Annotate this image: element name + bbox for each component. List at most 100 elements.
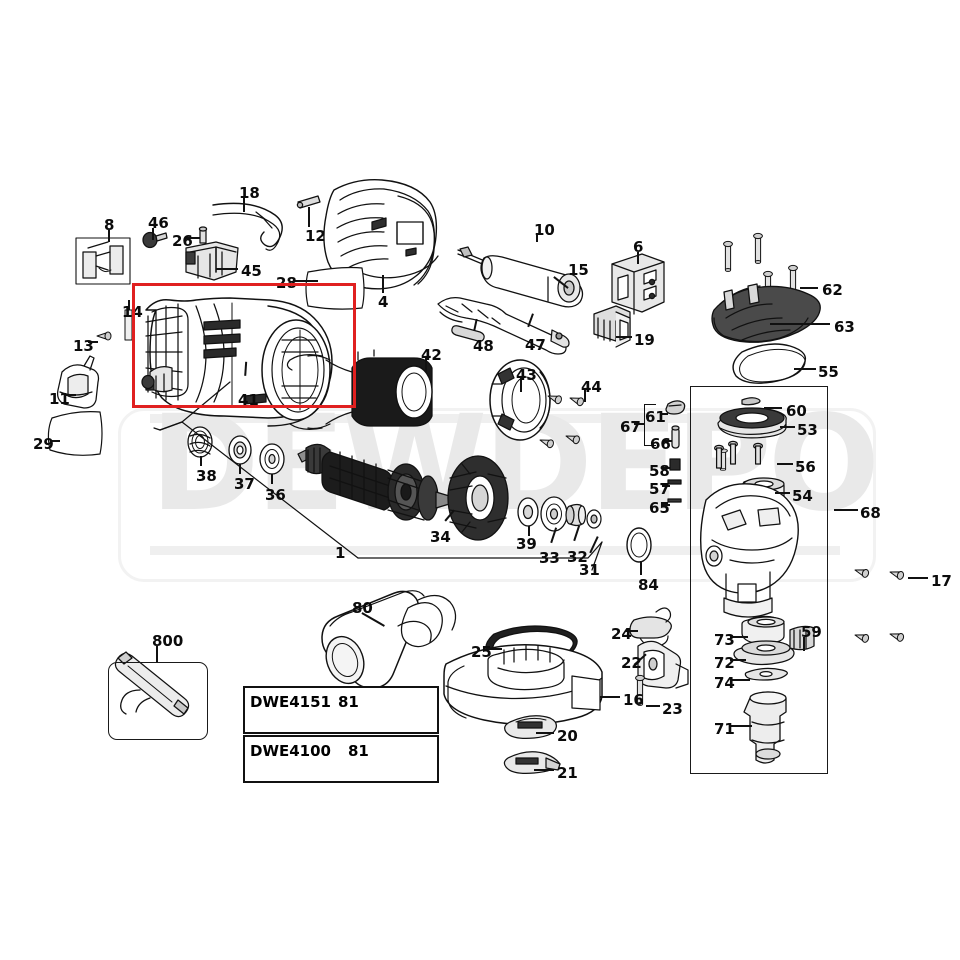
callout-12[interactable]: 12 — [305, 227, 326, 245]
leader-23 — [646, 705, 660, 707]
leader-37 — [239, 464, 241, 474]
leader-29 — [50, 440, 60, 442]
callout-13[interactable]: 13 — [73, 337, 94, 355]
leader-59 — [803, 637, 805, 651]
box-accessory-60-53-56-54-68 — [690, 386, 828, 774]
leader-43 — [520, 378, 522, 392]
callout-23[interactable]: 23 — [662, 700, 683, 718]
callout-46[interactable]: 46 — [148, 214, 169, 232]
leader-62 — [800, 287, 818, 289]
callout-42[interactable]: 42 — [421, 346, 442, 364]
leader-28 — [294, 280, 318, 282]
leader-6 — [637, 252, 639, 264]
callout-22[interactable]: 22 — [621, 654, 642, 672]
callout-34[interactable]: 34 — [430, 528, 451, 546]
leader-58 — [662, 467, 670, 469]
leader-48 — [473, 318, 478, 331]
leader-73 — [730, 636, 748, 638]
callout-29[interactable]: 29 — [33, 435, 54, 453]
callout-80[interactable]: 80 — [352, 599, 373, 617]
highlighted-part-box[interactable] — [132, 283, 356, 408]
callout-20[interactable]: 20 — [557, 727, 578, 745]
callout-26[interactable]: 26 — [172, 232, 193, 250]
leader-18 — [243, 198, 245, 212]
leader-20 — [536, 732, 554, 734]
leader-12 — [308, 207, 310, 227]
callout-55[interactable]: 55 — [818, 363, 839, 381]
callout-62[interactable]: 62 — [822, 281, 843, 299]
bracket-67 — [644, 404, 656, 446]
callout-31[interactable]: 31 — [579, 561, 600, 579]
callout-47[interactable]: 47 — [525, 336, 546, 354]
callout-63[interactable]: 63 — [834, 318, 855, 336]
leader-72 — [730, 659, 746, 661]
callout-33[interactable]: 33 — [539, 549, 560, 567]
model-label-dwe4151: DWE4151 — [250, 693, 331, 711]
callout-56[interactable]: 56 — [795, 458, 816, 476]
callout-60[interactable]: 60 — [786, 402, 807, 420]
callout-61[interactable]: 61 — [645, 408, 666, 426]
leader-46 — [152, 228, 154, 240]
callout-36[interactable]: 36 — [265, 486, 286, 504]
callout-19[interactable]: 19 — [634, 331, 655, 349]
leader-38 — [200, 456, 202, 466]
leader-15 — [553, 276, 569, 289]
callout-74[interactable]: 74 — [714, 674, 735, 692]
callout-57[interactable]: 57 — [649, 480, 670, 498]
leader-84 — [640, 561, 642, 575]
callout-66[interactable]: 66 — [650, 435, 671, 453]
leader-57 — [662, 485, 670, 487]
leader-45b — [216, 268, 238, 270]
callout-72[interactable]: 72 — [714, 654, 735, 672]
callout-4[interactable]: 4 — [378, 293, 389, 311]
callout-25[interactable]: 25 — [471, 643, 492, 661]
callout-41[interactable]: 41 — [238, 391, 259, 409]
callout-71[interactable]: 71 — [714, 720, 735, 738]
leader-19 — [616, 336, 632, 338]
callout-38[interactable]: 38 — [196, 467, 217, 485]
callout-15[interactable]: 15 — [568, 261, 589, 279]
callout-8[interactable]: 8 — [104, 216, 115, 234]
callout-32[interactable]: 32 — [567, 548, 588, 566]
callout-39[interactable]: 39 — [516, 535, 537, 553]
leader-56 — [777, 463, 793, 465]
leader-44 — [584, 390, 586, 402]
callout-6[interactable]: 6 — [633, 238, 644, 256]
callout-84[interactable]: 84 — [638, 576, 659, 594]
callout-54[interactable]: 54 — [792, 487, 813, 505]
leader-26 — [186, 237, 200, 239]
leader-25 — [486, 648, 502, 650]
model-box-dwe4100 — [243, 735, 439, 783]
callout-1[interactable]: 1 — [335, 544, 346, 562]
callout-58[interactable]: 58 — [649, 462, 670, 480]
leader-65 — [662, 504, 670, 506]
callout-43[interactable]: 43 — [516, 366, 537, 384]
leader-10 — [536, 234, 538, 242]
callout-24[interactable]: 24 — [611, 625, 632, 643]
leader-68 — [834, 509, 858, 511]
callout-800[interactable]: 800 — [152, 632, 184, 650]
leader-67 — [634, 423, 644, 425]
callout-21[interactable]: 21 — [557, 764, 578, 782]
leader-54 — [775, 492, 790, 494]
callout-44[interactable]: 44 — [581, 378, 602, 396]
leader-63 — [770, 323, 830, 325]
callout-11[interactable]: 11 — [49, 390, 70, 408]
callout-16[interactable]: 16 — [623, 691, 644, 709]
callout-67[interactable]: 67 — [620, 418, 641, 436]
leader-32 — [573, 525, 580, 542]
callout-10[interactable]: 10 — [534, 221, 555, 239]
callout-53[interactable]: 53 — [797, 421, 818, 439]
callout-65[interactable]: 65 — [649, 499, 670, 517]
callout-68[interactable]: 68 — [860, 504, 881, 522]
callout-37[interactable]: 37 — [234, 475, 255, 493]
leader-11 — [66, 394, 76, 396]
leader-4 — [382, 275, 384, 293]
callout-73[interactable]: 73 — [714, 631, 735, 649]
callout-48[interactable]: 48 — [473, 337, 494, 355]
callout-45[interactable]: 45 — [241, 262, 262, 280]
leader-36 — [271, 474, 273, 484]
callout-59[interactable]: 59 — [801, 623, 822, 641]
callout-18[interactable]: 18 — [239, 184, 260, 202]
callout-17[interactable]: 17 — [931, 572, 952, 590]
